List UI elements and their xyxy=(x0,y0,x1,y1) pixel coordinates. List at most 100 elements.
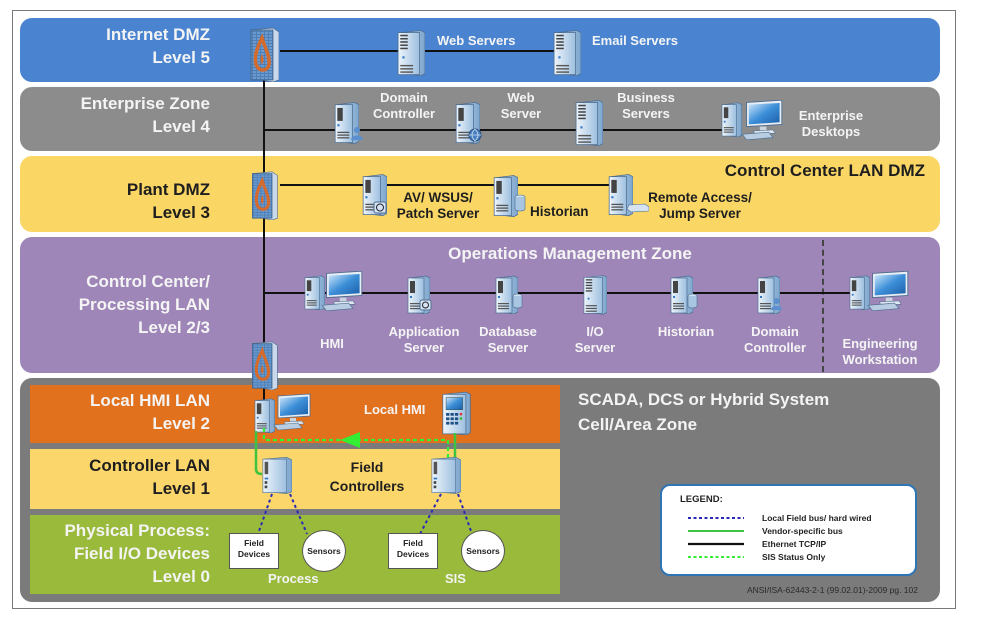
title-line: SCADA, DCS or Hybrid System xyxy=(578,390,830,409)
cell-area-title: SCADA, DCS or Hybrid System Cell/Area Zo… xyxy=(578,387,829,437)
app-badge-icon xyxy=(373,201,387,214)
globe-icon xyxy=(468,128,482,142)
label-line: I/O xyxy=(586,324,604,339)
ethernet-line-level3 xyxy=(280,184,630,186)
zone-label-local-hmi-lan: Local HMI LAN Level 2 xyxy=(28,389,210,435)
device-label-database-server: Database Server xyxy=(472,324,544,356)
label-line: Remote Access/ xyxy=(648,190,752,205)
title-line: Cell/Area Zone xyxy=(578,415,698,434)
local-hmi-label: Local HMI xyxy=(364,402,426,417)
device-label-engineering-workstation: Engineering Workstation xyxy=(830,336,930,368)
label-line: Web xyxy=(507,90,535,105)
label-line: Server xyxy=(487,340,529,355)
zone-label-plant-dmz: Plant DMZ Level 3 xyxy=(28,178,210,224)
device-label-hmi: HMI xyxy=(320,336,344,351)
label-line: Internet DMZ xyxy=(106,25,210,44)
label-line: Field xyxy=(244,538,264,548)
label-line: Devices xyxy=(396,549,430,559)
sensors-circle: Sensors xyxy=(302,530,346,572)
device-label-business-servers: Business Servers xyxy=(605,90,687,122)
vendor-bus-line xyxy=(254,431,263,476)
label-line: Field I/O Devices xyxy=(73,544,210,563)
device-label-web-server: Web Server xyxy=(486,90,556,122)
zone-label-enterprise: Enterprise Zone Level 4 xyxy=(28,92,210,138)
field-bus-line xyxy=(289,493,308,535)
ethernet-line-hmi-firewall xyxy=(263,388,265,400)
operations-management-zone-title: Operations Management Zone xyxy=(448,244,692,263)
group-label-process: Process xyxy=(268,571,319,586)
user-badge-icon xyxy=(351,127,363,140)
label-line: Level 2 xyxy=(152,414,210,433)
ethernet-line-level5 xyxy=(280,50,580,52)
legend-item-label: Vendor-specific bus xyxy=(762,526,843,536)
field-bus-line xyxy=(419,493,442,535)
device-label-enterprise-desktops: Enterprise Desktops xyxy=(785,108,877,140)
sis-status-line xyxy=(262,428,450,460)
device-label-application-server: Application Server xyxy=(382,324,466,356)
user-badge-icon xyxy=(771,298,782,310)
label-line: Controller xyxy=(743,340,807,355)
device-label-io-server: I/O Server xyxy=(570,324,620,356)
device-label-historian-l23: Historian xyxy=(657,324,715,339)
device-label-historian-l3: Historian xyxy=(530,204,589,219)
label-line: Field xyxy=(403,538,423,548)
label-line: Domain xyxy=(380,90,428,105)
band-controller-lan xyxy=(30,449,560,509)
label-line: Business xyxy=(617,90,675,105)
label-line: Level 3 xyxy=(152,203,210,222)
field-controllers-label: Field Controllers xyxy=(322,458,412,496)
ethernet-line-level23 xyxy=(264,292,854,294)
app-badge-icon xyxy=(419,299,432,311)
legend-title: LEGEND: xyxy=(680,494,723,505)
label-line: Engineering xyxy=(842,336,918,351)
label-line: Devices xyxy=(237,549,271,559)
label-line: Field xyxy=(350,459,384,475)
field-controller-icon xyxy=(431,455,461,495)
label-line: Desktops xyxy=(801,124,861,139)
label-line: Enterprise Zone xyxy=(80,94,210,113)
field-controller-icon xyxy=(262,455,292,495)
label-line: Server xyxy=(574,340,616,355)
label-line: Patch Server xyxy=(396,206,480,221)
control-center-lan-dmz-title: Control Center LAN DMZ xyxy=(724,161,925,180)
label-line: Level 4 xyxy=(152,117,210,136)
label-line: Controllers xyxy=(329,478,405,494)
label-line: Controller LAN xyxy=(89,456,210,475)
field-bus-line xyxy=(257,493,273,535)
zone-label-physical-process: Physical Process: Field I/O Devices Leve… xyxy=(28,519,210,588)
label-line: Application xyxy=(388,324,460,339)
field-devices-box: Field Devices xyxy=(388,533,438,569)
label-line: Physical Process: xyxy=(64,521,210,540)
device-label-domain-controller-l23: Domain Controller xyxy=(735,324,815,356)
label-line: Server xyxy=(403,340,445,355)
label-line: Local HMI LAN xyxy=(90,391,210,410)
label-line: Processing LAN xyxy=(78,295,210,314)
zone-divider xyxy=(822,240,824,372)
sensors-circle: Sensors xyxy=(461,530,505,572)
device-label-av-wsus-patch: AV/ WSUS/ Patch Server xyxy=(388,190,488,222)
label-line: Level 5 xyxy=(152,48,210,67)
legend-item-label: SIS Status Only xyxy=(762,552,826,562)
sis-status-arrow xyxy=(340,432,360,448)
ethernet-line-level4 xyxy=(264,129,734,131)
label-line: Server xyxy=(500,106,542,121)
legend-item-label: Ethernet TCP/IP xyxy=(762,539,827,549)
device-label-remote-access-jump: Remote Access/ Jump Server xyxy=(640,190,760,222)
label-line: Domain xyxy=(751,324,799,339)
database-icon xyxy=(512,293,523,309)
device-label-email-servers: Email Servers xyxy=(592,33,679,48)
zone-label-controller-lan: Controller LAN Level 1 xyxy=(28,454,210,500)
zone-label-control-center: Control Center/ Processing LAN Level 2/3 xyxy=(28,270,210,339)
label-line: Enterprise xyxy=(798,108,864,123)
label-line: Jump Server xyxy=(659,206,741,221)
group-label-sis: SIS xyxy=(445,571,466,586)
zone-label-internet-dmz: Internet DMZ Level 5 xyxy=(28,23,210,69)
label-line: Level 0 xyxy=(152,567,210,586)
label-line: Controller xyxy=(372,106,436,121)
citation: ANSI/ISA-62443-2-1 (99.02.01)-2009 pg. 1… xyxy=(746,585,918,595)
zone-plant-dmz xyxy=(20,156,940,232)
zone-enterprise xyxy=(20,87,940,151)
database-icon xyxy=(687,293,698,309)
label-line: AV/ WSUS/ xyxy=(403,190,473,205)
